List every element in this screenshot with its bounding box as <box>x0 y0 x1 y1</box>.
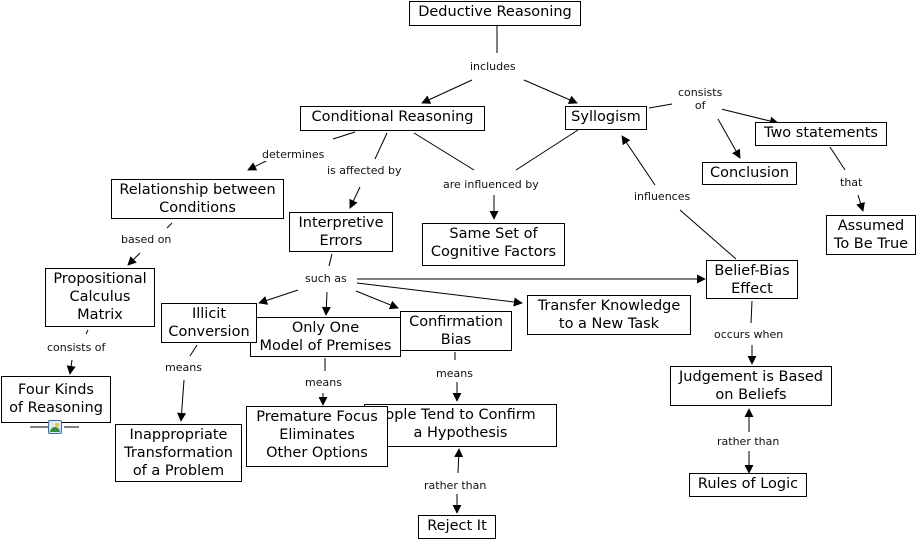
link-label-means: means <box>165 361 202 374</box>
link-label-are-influenced-by: are influenced by <box>443 178 539 191</box>
connector-arrow <box>66 359 76 375</box>
connector-arrow <box>421 79 473 104</box>
node-premature-focus[interactable]: Premature Focus Eliminates Other Options <box>246 406 388 467</box>
node-judgement-beliefs[interactable]: Judgement is Based on Beliefs <box>670 366 832 406</box>
node-conclusion[interactable]: Conclusion <box>702 162 797 185</box>
image-icon-hill <box>50 427 60 432</box>
connector-line <box>829 146 846 171</box>
node-interpretive-errors[interactable]: Interpretive Errors <box>289 212 393 252</box>
connector-line <box>750 300 753 324</box>
connector-line <box>679 209 737 260</box>
node-rules-logic[interactable]: Rules of Logic <box>689 473 807 497</box>
connector-arrow <box>177 379 187 422</box>
link-label-consists-of: consists of <box>678 86 723 112</box>
connector-line <box>648 103 673 109</box>
link-label-influences: influences <box>634 190 691 203</box>
image-icon-sun <box>55 423 59 427</box>
node-only-one-model[interactable]: Only One Model of Premises <box>250 317 401 357</box>
node-propositional-matrix[interactable]: Propositional Calculus Matrix <box>45 268 155 327</box>
connector-arrow <box>356 282 523 307</box>
connector-arrow <box>258 289 299 305</box>
connector-line <box>374 132 388 160</box>
connector-line <box>189 344 198 357</box>
node-illicit-conversion[interactable]: Illicit Conversion <box>161 303 257 343</box>
link-label-such-as: such as <box>305 272 347 285</box>
node-belief-bias[interactable]: Belief-Bias Effect <box>706 260 798 299</box>
connector-arrow <box>247 159 269 171</box>
connector-arrow <box>321 291 331 316</box>
link-label-rather-than: rather than <box>424 479 487 492</box>
connector-arrow <box>856 194 865 212</box>
connector-line <box>328 253 333 267</box>
node-two-statements[interactable]: Two statements <box>755 122 887 146</box>
node-four-kinds[interactable]: Four Kinds of Reasoning <box>1 376 111 423</box>
connector-arrow <box>621 135 656 186</box>
node-syllogism[interactable]: Syllogism <box>565 106 647 130</box>
link-label-rather-than: rather than <box>717 435 780 448</box>
node-confirmation-bias[interactable]: Confirmation Bias <box>400 311 512 351</box>
connector-arrow <box>454 448 464 474</box>
node-reject-it[interactable]: Reject It <box>418 515 496 539</box>
link-label-occurs-when: occurs when <box>714 328 784 341</box>
link-label-that: that <box>840 176 863 189</box>
node-conditional-reasoning[interactable]: Conditional Reasoning <box>300 106 485 131</box>
connector-arrow <box>355 290 399 310</box>
node-people-tend[interactable]: ople Tend to Confirm a Hypothesis <box>364 404 557 447</box>
link-label-means: means <box>305 376 342 389</box>
connector-line <box>413 132 475 171</box>
link-label-consists-of: consists of <box>47 341 106 354</box>
node-relationship-conditions[interactable]: Relationship between Conditions <box>111 179 284 219</box>
node-same-set-factors[interactable]: Same Set of Cognitive Factors <box>422 223 565 266</box>
node-deductive-reasoning[interactable]: Deductive Reasoning <box>409 1 581 26</box>
connector-line <box>85 329 89 335</box>
connector-arrow <box>349 186 361 209</box>
link-label-based-on: based on <box>121 233 172 246</box>
link-label-means: means <box>436 367 473 380</box>
connector-line <box>332 131 356 140</box>
link-label-includes: includes <box>470 60 516 73</box>
link-label-is-affected-by: is affected by <box>327 164 402 177</box>
node-assumed-true[interactable]: Assumed To Be True <box>826 215 916 255</box>
node-inappropriate-transformation[interactable]: Inappropriate Transformation of a Proble… <box>115 424 242 482</box>
connector-line <box>515 129 579 171</box>
connector-arrow <box>716 107 779 126</box>
image-icon[interactable] <box>48 420 62 434</box>
connector-arrow <box>717 118 741 159</box>
node-transfer-knowledge[interactable]: Transfer Knowledge to a New Task <box>527 295 691 335</box>
connector-arrow <box>127 252 141 266</box>
link-label-determines: determines <box>262 148 325 161</box>
connector-line <box>166 222 173 229</box>
connector-arrow <box>523 79 578 104</box>
